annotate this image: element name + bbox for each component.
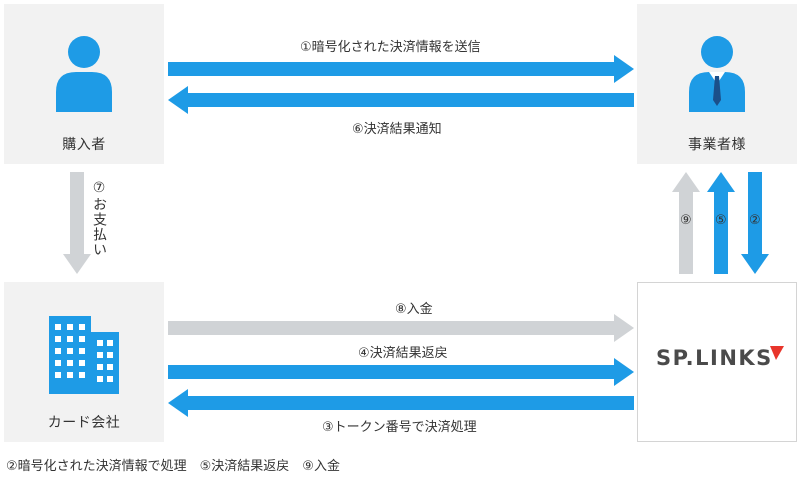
arrow-send-payment-info [168, 55, 634, 83]
flow-3-label: ③トークン番号で決済処理 [322, 420, 477, 435]
arrow-deposit [168, 314, 634, 342]
flow-5-label: ⑤ [715, 213, 727, 228]
card-company-label: カード会社 [47, 415, 121, 431]
flow-2-label: ② [749, 213, 761, 228]
flow-1-label: ①暗号化された決済情報を送信 [300, 40, 481, 55]
footnote: ②暗号化された決済情報で処理 ⑤決済結果返戻 ⑨入金 [6, 459, 340, 474]
splinks-logo-mark-icon [770, 346, 784, 360]
flow-4-label: ④決済結果返戻 [358, 346, 448, 361]
buyer-label: 購入者 [62, 137, 106, 153]
flow-7-label: ⑦お支払い [91, 180, 107, 257]
flow-9-label: ⑨ [680, 213, 692, 228]
merchant-label: 事業者様 [688, 137, 746, 153]
splinks-logo: SP.LINKS [656, 346, 773, 370]
card-company-box: カード会社 [4, 282, 164, 442]
arrow-result-return [168, 358, 634, 386]
splinks-box [637, 282, 797, 442]
arrow-result-up [707, 172, 735, 274]
flow-6-label: ⑥決済結果通知 [352, 122, 442, 137]
arrow-token-processing [168, 389, 634, 417]
arrow-result-notification [168, 86, 634, 114]
arrow-process-down [741, 172, 769, 274]
flow-8-label: ⑧入金 [395, 302, 433, 317]
building-icon [49, 316, 119, 394]
arrow-deposit-up [672, 172, 700, 274]
buyer-box: 購入者 [4, 4, 164, 164]
arrow-payment [63, 172, 91, 274]
business-person-icon [689, 36, 745, 112]
person-icon [56, 36, 112, 112]
merchant-box: 事業者様 [637, 4, 797, 164]
